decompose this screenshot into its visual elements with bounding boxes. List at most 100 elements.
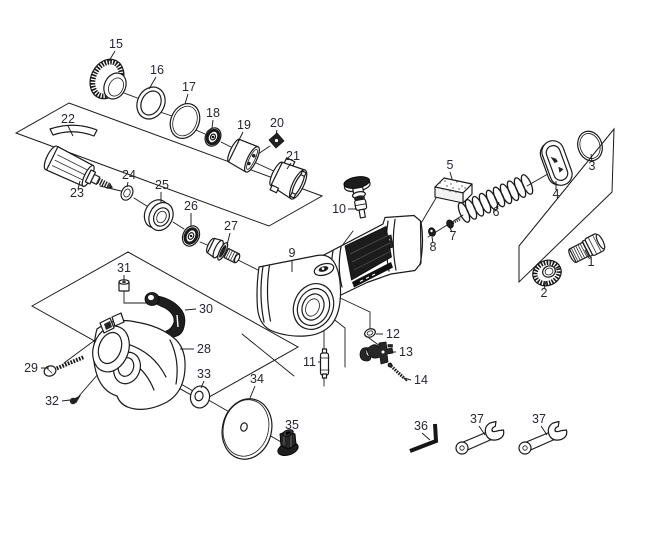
tool-body-housing — [319, 214, 424, 302]
callout-32: 32 — [45, 394, 59, 408]
callout-28: 28 — [197, 342, 211, 356]
leader-line-15 — [108, 50, 116, 62]
callout-19: 19 — [237, 118, 251, 132]
callout-15: 15 — [109, 37, 123, 51]
leader-line-18 — [211, 119, 214, 129]
callout-16: 16 — [150, 63, 164, 77]
callout-7: 7 — [450, 229, 457, 243]
leader-line-17 — [184, 93, 189, 105]
leader-line-36 — [421, 432, 431, 441]
group-outline-motor — [14, 102, 324, 227]
leader-line-22 — [67, 125, 74, 137]
leader-line-37 — [540, 425, 548, 436]
leader-line-16 — [148, 76, 157, 90]
callout-23: 23 — [70, 186, 84, 200]
callout-17: 17 — [182, 80, 196, 94]
service-tools — [409, 420, 568, 455]
callout-26: 26 — [184, 199, 198, 213]
leader-line-27 — [226, 232, 231, 246]
part-11-valve-pin — [319, 348, 330, 379]
leader-line-19 — [237, 131, 244, 143]
callout-21: 21 — [286, 149, 300, 163]
part-31-spacer-bushing — [118, 279, 130, 292]
callout-1: 1 — [588, 255, 595, 269]
muffler-speckles — [439, 180, 466, 193]
part-1-inlet-bushing — [568, 233, 606, 264]
callout-11: 11 — [303, 355, 316, 369]
leader-line-5 — [449, 171, 453, 180]
callout-2: 2 — [541, 286, 548, 300]
part-4-valve-cover — [539, 140, 573, 186]
part-8-valve-seal — [428, 227, 436, 237]
leader-line-23 — [77, 180, 81, 190]
leader-line-2 — [543, 280, 547, 290]
part-19-end-plate-cup — [227, 138, 260, 173]
part-35-flange-nut — [277, 429, 299, 457]
leader-line-37 — [478, 425, 486, 436]
part-9-angle-head-housing — [256, 254, 342, 337]
leader-line-20 — [275, 129, 278, 136]
part-3-oring-cover — [577, 130, 603, 162]
leader-line-21 — [286, 162, 292, 170]
leader-line-14 — [403, 377, 412, 381]
part-6-spring — [457, 174, 534, 223]
part-33-flange-washer — [189, 385, 211, 409]
part-25-bearing-plate — [143, 199, 174, 232]
grip-texture — [344, 225, 392, 281]
part-27-spindle — [205, 237, 241, 264]
part-13-safety-lever-bracket — [359, 341, 394, 365]
part-2-inlet-filter-cup — [532, 259, 562, 287]
callout-3: 3 — [589, 159, 596, 173]
leader-line-6 — [495, 201, 500, 209]
callout-35: 35 — [285, 418, 299, 432]
part-29-clamp-screw — [43, 355, 85, 377]
callout-13: 13 — [399, 345, 413, 359]
callout-25: 25 — [155, 178, 169, 192]
part-18-bearing-small — [204, 127, 222, 147]
leader-line-3 — [590, 153, 593, 163]
part-14-lever-screw — [387, 362, 408, 382]
part-34-cutoff-wheel — [221, 398, 273, 460]
callout-33: 33 — [197, 367, 211, 381]
callout-31: 31 — [117, 261, 131, 275]
part-16-washer-ring — [136, 86, 166, 120]
part-36-hex-key — [409, 423, 439, 453]
leader-line-32 — [61, 399, 71, 402]
callout-20: 20 — [270, 116, 284, 130]
callout-14: 14 — [414, 373, 428, 387]
part-28-wheel-guard — [92, 312, 186, 410]
leader-line-34 — [249, 385, 256, 399]
part-24-spacer-ring — [120, 185, 134, 201]
part-26-bearing — [181, 225, 201, 247]
callout-22: 22 — [61, 112, 75, 126]
part-5-muffler-block — [434, 177, 473, 204]
leader-line-1 — [584, 249, 590, 259]
leader-line-7 — [449, 227, 453, 233]
leader-line-30 — [184, 308, 197, 311]
part-17-oring-large — [169, 102, 201, 140]
callout-34: 34 — [250, 372, 264, 386]
group-outline-inlet — [518, 127, 615, 284]
callout-5: 5 — [447, 158, 454, 172]
part-15-retainer-ring — [89, 58, 127, 100]
leader-line-24 — [126, 181, 129, 188]
part-32-set-screw — [69, 395, 81, 405]
part-23-rotor — [43, 145, 113, 189]
callout-37: 37 — [470, 412, 484, 426]
part-37-wrench-b — [518, 420, 568, 455]
leader-line-35 — [288, 431, 292, 440]
callout-30: 30 — [199, 302, 213, 316]
part-10-throttle-valve — [343, 176, 371, 219]
part-21-cylinder-sleeve — [269, 157, 308, 200]
part-20-lock-plate — [268, 132, 285, 149]
callout-27: 27 — [224, 219, 238, 233]
callout-6: 6 — [493, 205, 500, 219]
callout-10: 10 — [332, 202, 346, 216]
callout-37: 37 — [532, 412, 546, 426]
part-7-valve-stem — [446, 217, 462, 229]
callout-9: 9 — [289, 246, 296, 260]
part-37-wrench-a — [455, 420, 505, 455]
